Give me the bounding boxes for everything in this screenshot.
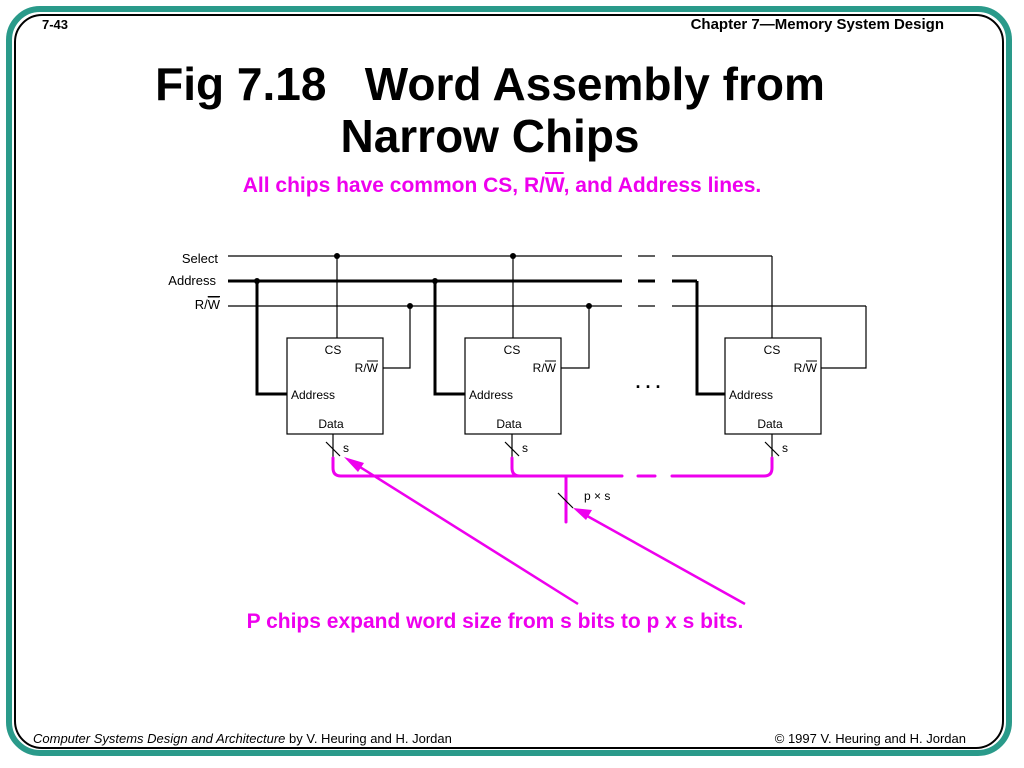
rw-label-prefix: R/ (195, 297, 208, 312)
chip1-rw-prefix: R/ (355, 361, 368, 375)
chipp-rw-overline: W (806, 361, 818, 375)
select-label: Select (182, 251, 219, 266)
arrow-head-right (573, 508, 592, 520)
memory-chip-1: CS R/W Address Data (254, 253, 413, 435)
combined-data-bus (331, 456, 774, 524)
subtitle-after: , and Address lines. (563, 174, 762, 197)
chipp-cs-label: CS (764, 343, 781, 357)
slide-frame-inner (14, 14, 1004, 749)
chip1-rw-overline: W (367, 361, 379, 375)
footer-citation: Computer Systems Design and Architecture… (33, 731, 452, 746)
address-label: Address (168, 273, 216, 288)
caption: P chips expand word size from s bits to … (246, 610, 744, 633)
subtitle: All chips have common CS, R/W, and Addre… (0, 174, 1004, 198)
chip2-width-label: s (522, 441, 528, 455)
chip2-rw-label: R/W (533, 361, 557, 375)
bus-width-slash (557, 492, 574, 509)
chip2-data-label: Data (496, 417, 522, 431)
chip1-rw-label: R/W (355, 361, 379, 375)
slide-title-line1: Fig 7.18 Word Assembly from (155, 58, 825, 110)
memory-chip-p: CS R/W Address Data (695, 256, 867, 435)
footer-book-title: Computer Systems Design and Architecture (33, 731, 286, 746)
chip2-cs-label: CS (504, 343, 521, 357)
data-output-stubs (325, 434, 780, 458)
rw-label-overline: W (208, 297, 221, 312)
chip1-data-label: Data (318, 417, 344, 431)
chipp-width-label: s (782, 441, 788, 455)
slide-number: 7-43 (42, 17, 69, 32)
chapter-heading: Chapter 7—Memory System Design (690, 16, 944, 33)
caption-arrows (351, 460, 746, 606)
chip1-cs-label: CS (325, 343, 342, 357)
chip2-address-label: Address (469, 388, 513, 402)
subtitle-overline: W (544, 174, 564, 197)
slide-frame-outer (6, 6, 1012, 756)
footer-authors: by V. Heuring and H. Jordan (285, 731, 452, 746)
rw-label: R/W (195, 297, 221, 312)
chipp-address-label: Address (729, 388, 773, 402)
bus-width-label: p × s (584, 489, 610, 503)
chipp-data-label: Data (757, 417, 783, 431)
chipp-rw-prefix: R/ (794, 361, 807, 375)
chips-ellipsis: . . . (635, 372, 660, 392)
slide-title-line2: Narrow Chips (340, 110, 640, 162)
chipp-rw-label: R/W (794, 361, 818, 375)
footer-copyright: © 1997 V. Heuring and H. Jordan (774, 731, 966, 746)
chip1-width-label: s (343, 441, 349, 455)
memory-chip-2: CS R/W Address Data (432, 253, 592, 435)
subtitle-before: All chips have common CS, R/ (242, 174, 545, 197)
chip2-rw-overline: W (545, 361, 557, 375)
chip2-rw-prefix: R/ (533, 361, 546, 375)
chip1-address-label: Address (291, 388, 335, 402)
arrow-head-left (344, 457, 364, 472)
